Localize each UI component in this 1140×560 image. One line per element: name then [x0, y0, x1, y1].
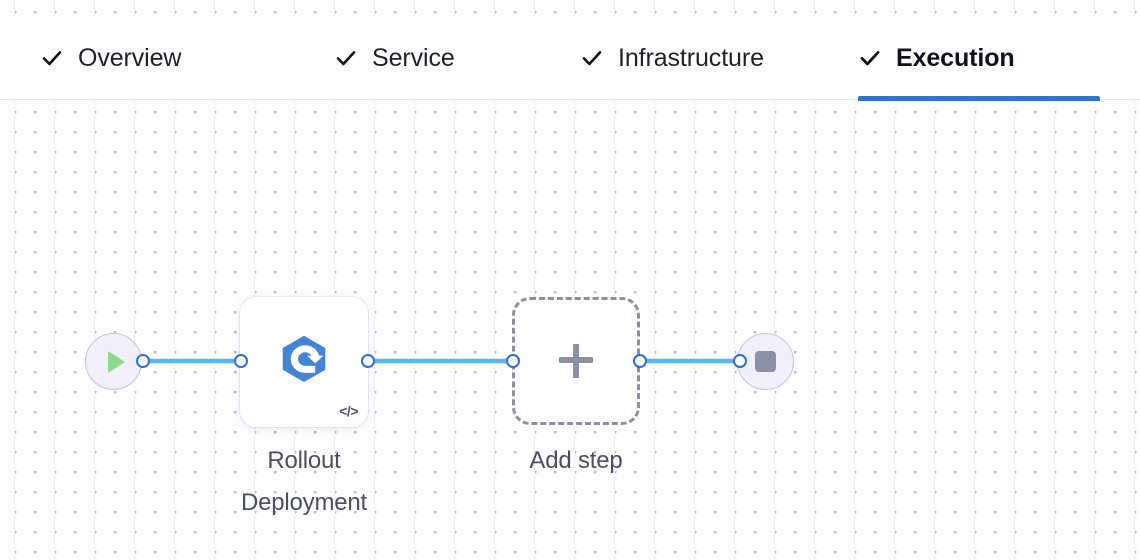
port-rollout-output[interactable] [361, 354, 375, 368]
tab-label: Overview [78, 43, 182, 72]
port-end-input[interactable] [733, 354, 747, 368]
check-icon [580, 46, 604, 70]
tab-active-underline [858, 96, 1100, 101]
pipeline-edges [140, 358, 743, 364]
port-add-input[interactable] [506, 354, 520, 368]
port-start-output[interactable] [136, 354, 150, 368]
tab-infrastructure[interactable]: Infrastructure [580, 16, 805, 100]
check-icon [40, 46, 64, 70]
tab-label: Service [372, 43, 455, 72]
pipeline-flow-graph: </> Rollout Deployment Add step [0, 100, 1140, 560]
tab-execution[interactable]: Execution [858, 16, 1100, 101]
tab-label: Execution [896, 43, 1015, 72]
add-step-node[interactable] [512, 297, 640, 425]
tab-label: Infrastructure [618, 43, 764, 72]
port-add-output[interactable] [633, 354, 647, 368]
pipeline-start-node[interactable] [85, 333, 142, 390]
check-icon [334, 46, 358, 70]
play-icon [107, 350, 125, 373]
tab-service[interactable]: Service [334, 16, 479, 100]
tab-overview[interactable]: Overview [40, 16, 250, 100]
port-rollout-input[interactable] [234, 354, 248, 368]
plus-icon [559, 344, 593, 378]
argo-rollout-icon [278, 333, 330, 385]
step-node-rollout-deployment[interactable]: </> [240, 297, 368, 427]
wizard-tab-bar: Overview Service Infrastructure Executio… [0, 16, 1140, 101]
stop-square-icon [755, 351, 776, 372]
check-icon [858, 46, 882, 70]
code-badge-icon: </> [339, 403, 358, 419]
